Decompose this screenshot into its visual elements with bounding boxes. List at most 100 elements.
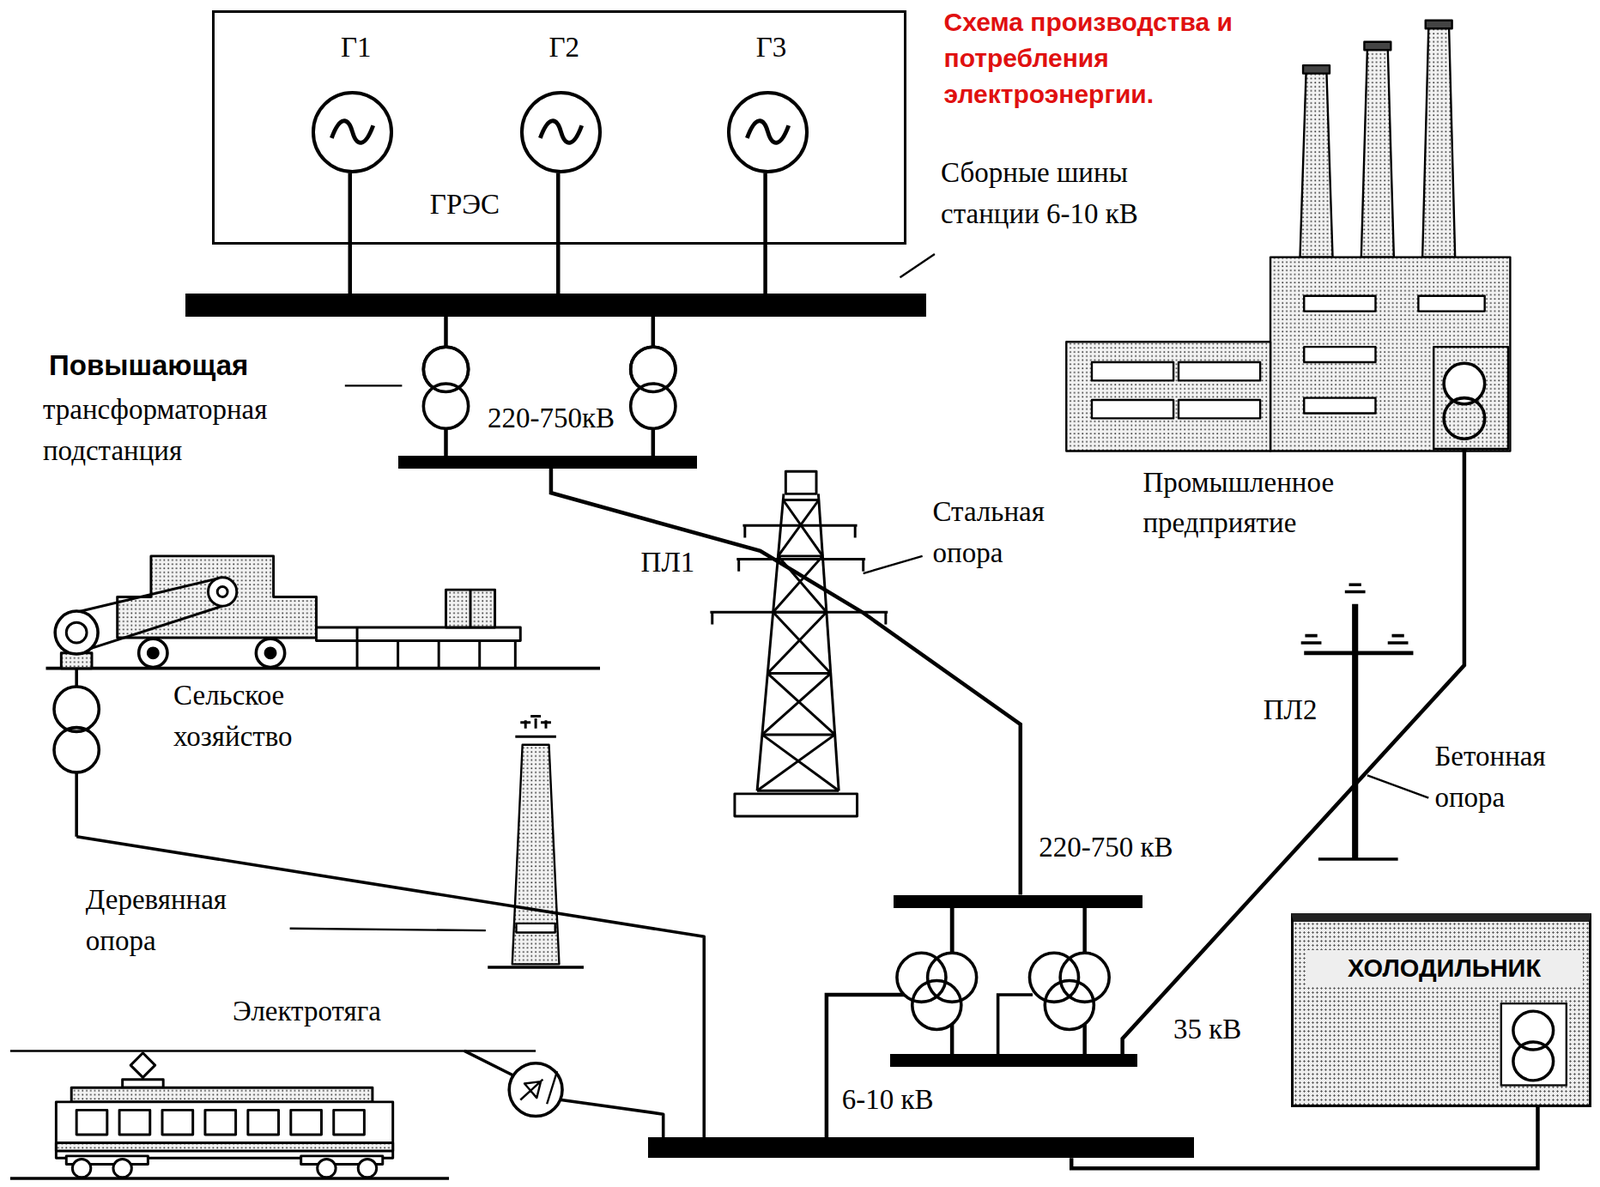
busbar: 220-750кВ <box>398 455 697 468</box>
power-station-box: ГРЭСГ1Г2Г3 <box>212 10 906 245</box>
three-winding-transformer <box>1044 980 1094 1030</box>
tram-drawing <box>509 1063 563 1117</box>
busbar: 220-750 кВ <box>893 895 1143 909</box>
tram-drawing <box>10 1050 664 1179</box>
voltage-label: 220-750кВ <box>469 398 633 440</box>
leader-line <box>290 254 1430 931</box>
callout-text: Деревянная опора <box>85 879 291 963</box>
wooden-pole <box>512 745 560 965</box>
consumer-label: Сельское хозяйство <box>173 675 383 758</box>
symbol-layer <box>290 254 1430 1055</box>
busbar: Сборные шины станции 6-10 кВ <box>185 293 927 316</box>
diagram-title: Схема производства и потребления электро… <box>944 4 1297 113</box>
generator-circle: Г3 <box>727 90 809 173</box>
station-name: ГРЭС <box>387 184 541 226</box>
farm-machine <box>76 577 223 613</box>
tram-drawing <box>55 1142 393 1152</box>
factory-drawing <box>1443 398 1485 440</box>
wire <box>998 994 1033 1055</box>
farm-machine <box>74 772 79 837</box>
factory-drawing <box>1361 48 1394 258</box>
steel-tower <box>757 734 836 791</box>
generator-label: Г2 <box>503 27 626 69</box>
farm-machine <box>255 638 285 667</box>
three-winding-transformer <box>1044 980 1094 1030</box>
tram-drawing <box>71 1087 373 1103</box>
leader-line <box>1367 775 1429 798</box>
farm-machine <box>139 638 168 667</box>
power-line <box>763 173 768 295</box>
farm-machine <box>357 627 516 669</box>
wooden-pole <box>515 716 557 738</box>
tram-drawing <box>55 1102 393 1158</box>
power-line <box>551 468 1021 896</box>
steel-tower <box>709 471 888 817</box>
power-line <box>348 173 353 295</box>
voltage-label: Сборные шины станции 6-10 кВ <box>940 152 1201 236</box>
steel-tower <box>737 558 740 571</box>
steel-tower <box>782 500 823 557</box>
generator-circle: Г2 <box>520 90 602 173</box>
factory-drawing <box>1300 71 1334 257</box>
tram-drawing <box>76 1109 108 1135</box>
factory-drawing <box>1270 257 1510 452</box>
sine-symbol <box>523 94 599 170</box>
step-up-transformer <box>423 346 468 392</box>
wooden-pole <box>487 965 584 970</box>
steel-tower <box>778 500 819 557</box>
steel-tower <box>778 554 824 558</box>
farm-machine <box>45 666 600 671</box>
tram-drawing <box>290 1109 322 1135</box>
steel-tower <box>736 557 866 561</box>
factory-drawing <box>1178 362 1261 381</box>
farm-machine <box>54 686 99 732</box>
tram-drawing <box>248 1109 279 1135</box>
steel-tower <box>734 793 858 817</box>
consumer-label: ХОЛОДИЛЬНИК <box>1305 950 1583 987</box>
transformer-symbol <box>1293 921 1590 1105</box>
steel-tower <box>743 525 746 538</box>
leader-line <box>900 254 935 278</box>
sine-symbol <box>332 121 374 144</box>
three-winding-transformer <box>1029 952 1079 1002</box>
wooden-pole <box>516 923 556 934</box>
steel-tower <box>757 789 839 793</box>
transformer-symbol <box>1513 1011 1554 1050</box>
generator-label: Г3 <box>709 27 833 69</box>
callout-text: Бетонная опора <box>1434 736 1598 819</box>
farm-machine <box>316 627 522 641</box>
farm-machine <box>66 622 87 643</box>
factory-drawing <box>1178 400 1261 419</box>
farm-machine <box>117 556 317 638</box>
steel-tower <box>782 498 819 502</box>
tram-drawing <box>205 1109 237 1135</box>
steel-tower <box>710 612 714 625</box>
factory-drawing <box>1303 296 1376 312</box>
farm-machine <box>74 668 79 687</box>
steel-tower <box>762 733 836 736</box>
leader-line <box>863 556 923 574</box>
farm-machine <box>469 589 473 628</box>
sine-symbol <box>539 121 582 144</box>
illustration-layer <box>10 20 1511 1179</box>
factory-drawing <box>1091 400 1174 419</box>
busbar: 35 кВ <box>890 1054 1139 1067</box>
wooden-pole <box>487 716 584 968</box>
consumer-label: Промышленное предприятие <box>1142 462 1434 546</box>
farm-machine <box>54 611 98 655</box>
concrete-pole <box>1301 584 1409 643</box>
voltage-label: 6-10 кВ <box>842 1079 995 1122</box>
three-winding-transformer <box>896 952 1110 1030</box>
farm-machine <box>445 589 495 628</box>
factory-drawing <box>1418 296 1485 312</box>
consumer-label: Электротяга <box>232 991 458 1033</box>
busbar: 6-10 кВ <box>648 1137 1194 1158</box>
three-winding-transformer <box>927 952 977 1002</box>
steel-tower <box>854 525 857 538</box>
three-winding-transformer <box>912 980 962 1030</box>
tram-drawing <box>520 1071 558 1104</box>
voltage-label: 220-750 кВ <box>1038 827 1243 869</box>
concrete-pole <box>1318 857 1399 861</box>
